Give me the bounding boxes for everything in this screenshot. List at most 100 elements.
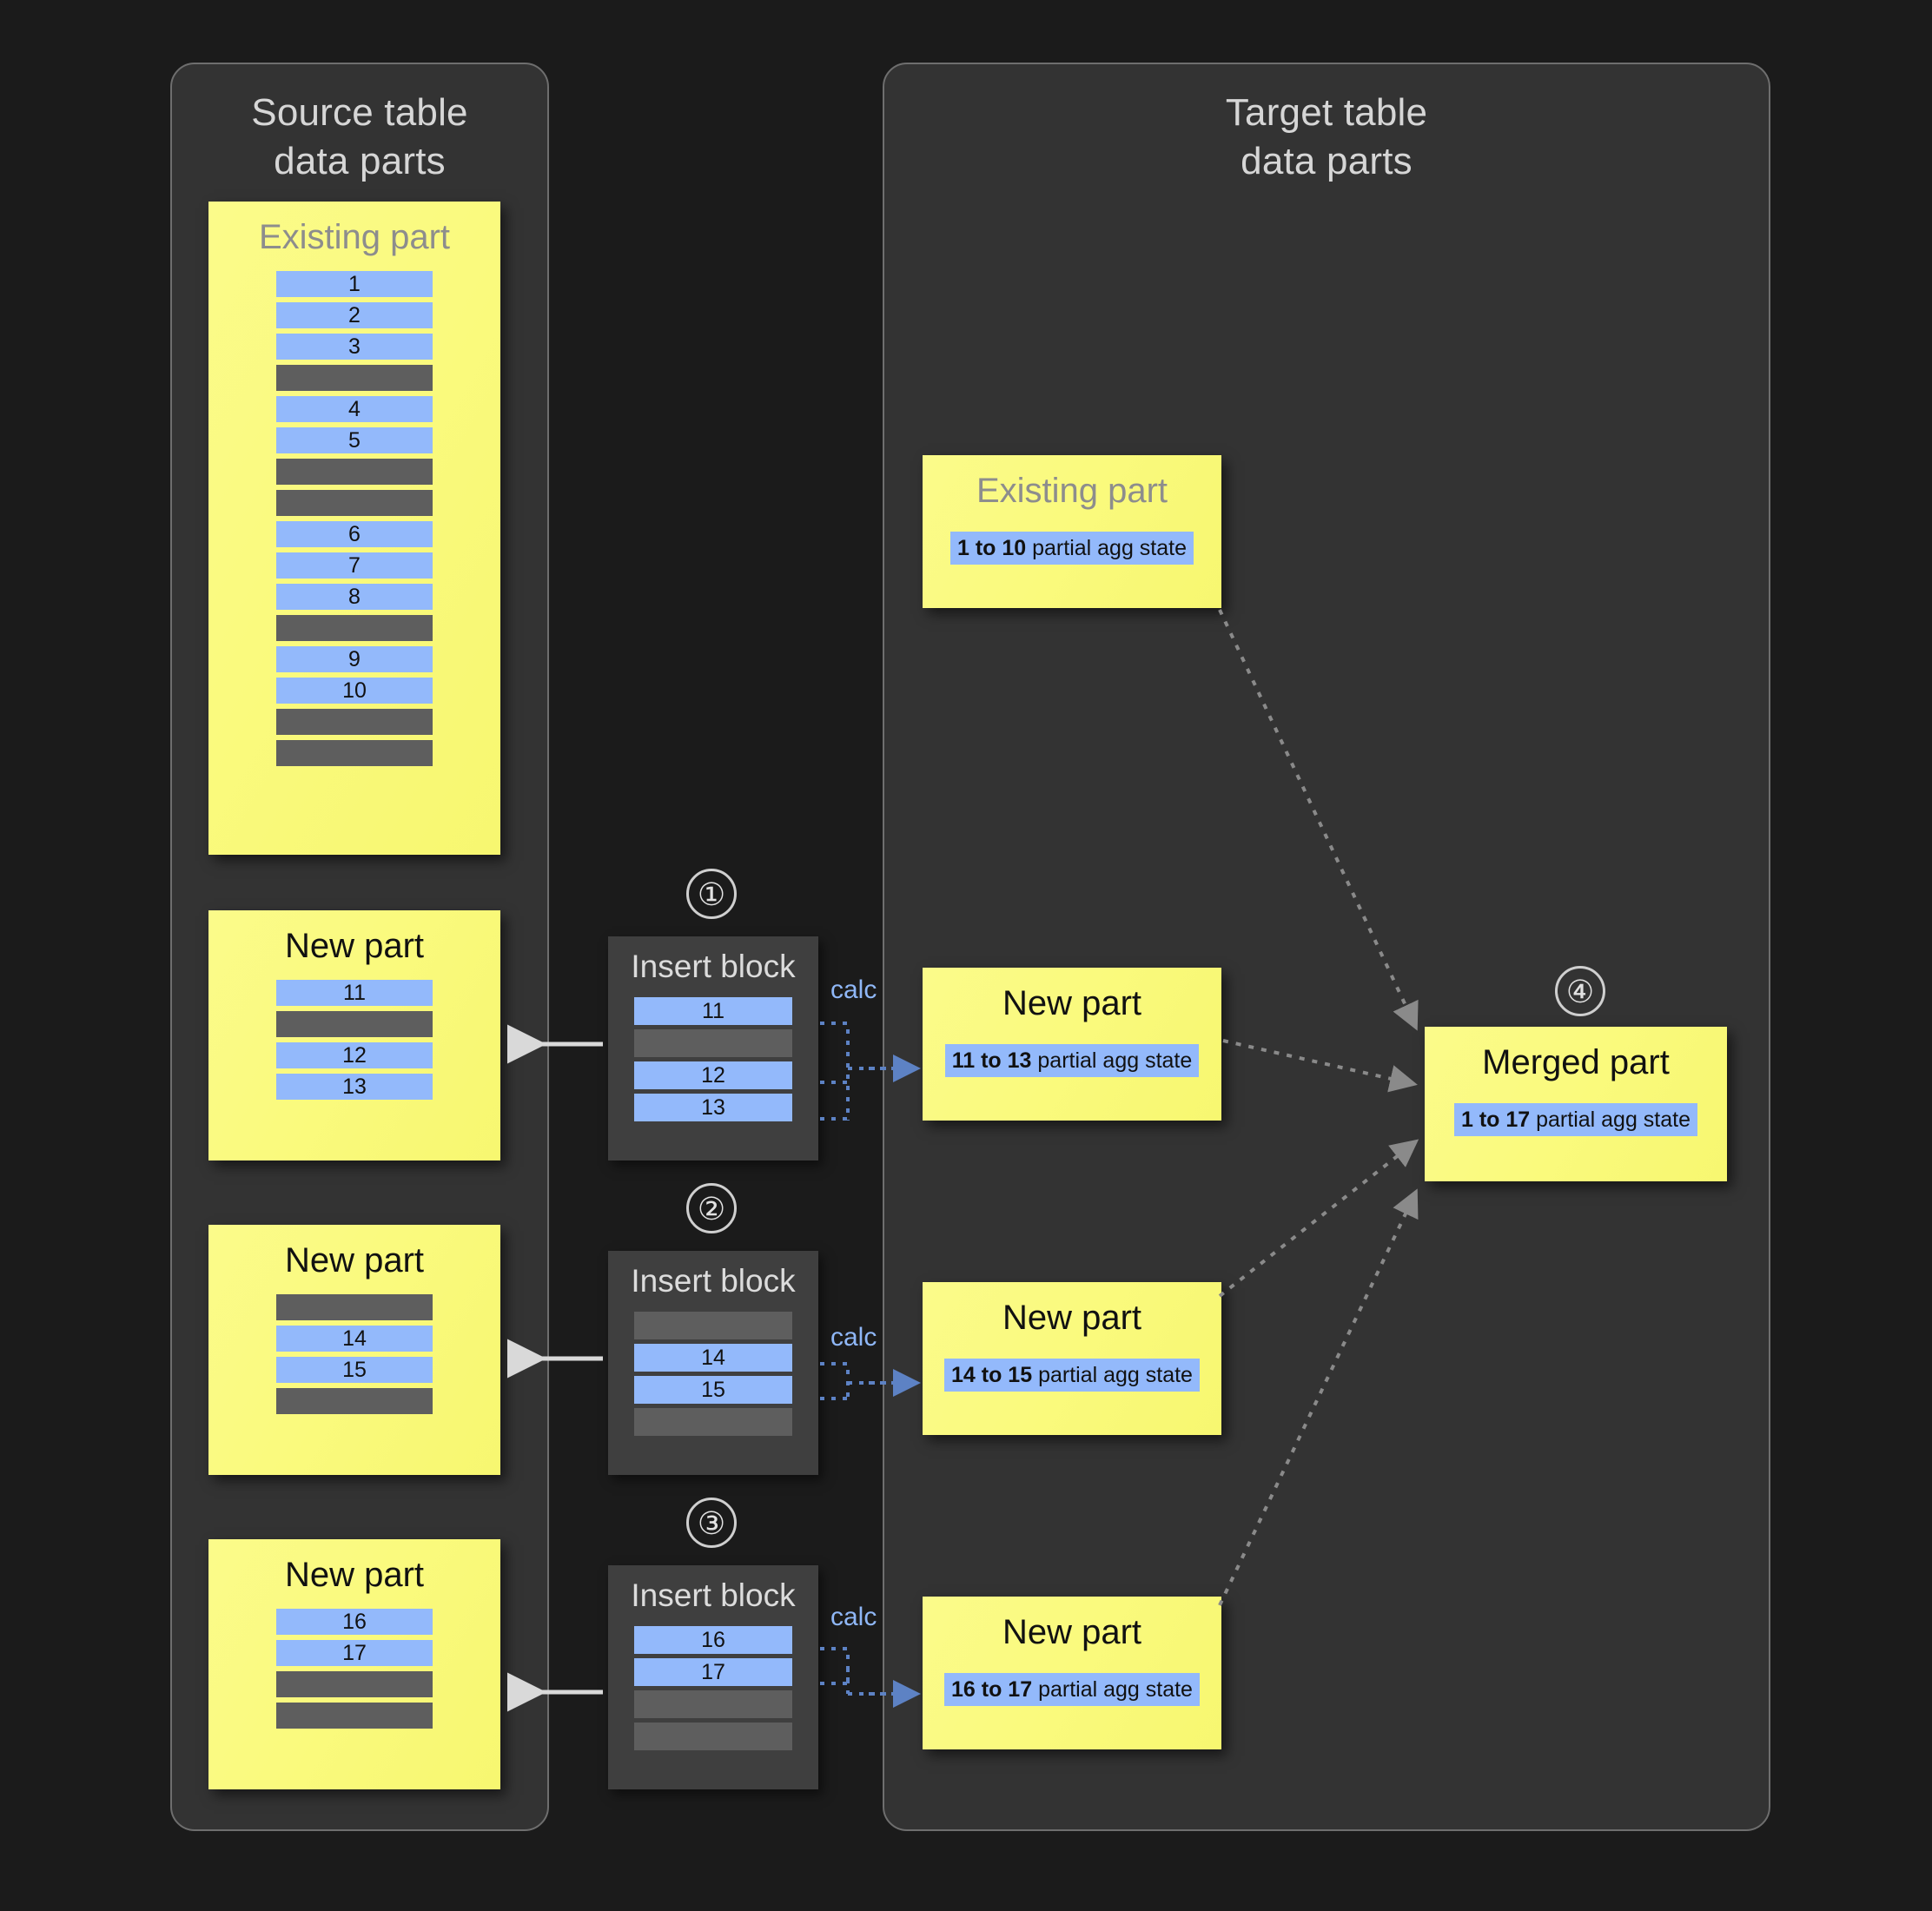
calc-label-2: calc xyxy=(830,1323,877,1352)
insert-block-1-row-3: 13 xyxy=(634,1094,792,1121)
source-existing-part-row-14 xyxy=(276,709,433,735)
source-existing-part-row-9: 7 xyxy=(276,552,433,579)
merged-part-title: Merged part xyxy=(1482,1043,1670,1081)
source-existing-part: Existing part 1 2 3 4 5 6 7 8 9 10 xyxy=(208,202,500,855)
source-existing-part-row-13: 10 xyxy=(276,678,433,704)
agg-suffix-2: partial agg state xyxy=(1032,1363,1193,1387)
source-existing-part-row-6 xyxy=(276,459,433,485)
source-new-part-2-row-0 xyxy=(276,1294,433,1320)
source-existing-part-row-0: 1 xyxy=(276,271,433,297)
agg-range-2: 14 to 15 xyxy=(951,1363,1033,1387)
target-new-part-3-agg-wrap: 16 to 17 partial agg state xyxy=(923,1673,1221,1706)
source-new-part-3-row-0: 16 xyxy=(276,1609,433,1635)
source-new-part-1-rows: 11 12 13 xyxy=(208,980,500,1100)
source-new-part-2-row-1: 14 xyxy=(276,1326,433,1352)
source-existing-part-row-5: 5 xyxy=(276,427,433,453)
insert-block-1-rows: 11 12 13 xyxy=(608,997,818,1121)
agg-range-0: 1 to 10 xyxy=(956,536,1027,560)
source-existing-part-row-1: 2 xyxy=(276,302,433,328)
source-panel-title: Source table data parts xyxy=(251,91,468,182)
target-new-part-2-agg: 14 to 15 partial agg state xyxy=(944,1359,1200,1392)
source-existing-part-row-4: 4 xyxy=(276,396,433,422)
target-new-part-1-title: New part xyxy=(1002,984,1142,1022)
insert-block-3-row-0: 16 xyxy=(634,1626,792,1654)
insert-block-3-row-1: 17 xyxy=(634,1658,792,1686)
insert-block-3-row-2 xyxy=(634,1690,792,1718)
source-new-part-3-row-1: 17 xyxy=(276,1640,433,1666)
source-existing-part-row-10: 8 xyxy=(276,584,433,610)
target-new-part-1-agg: 11 to 13 partial agg state xyxy=(944,1044,1200,1077)
insert-block-3-row-3 xyxy=(634,1723,792,1750)
agg-range-3: 16 to 17 xyxy=(951,1677,1033,1702)
source-new-part-1-row-3: 13 xyxy=(276,1074,433,1100)
calc-label-1: calc xyxy=(830,975,877,1004)
insert-block-1-row-1 xyxy=(634,1029,792,1057)
source-new-part-3-row-2 xyxy=(276,1671,433,1697)
source-new-part-1-title: New part xyxy=(284,927,425,965)
source-existing-part-row-2: 3 xyxy=(276,334,433,360)
source-existing-part-row-12: 9 xyxy=(276,646,433,672)
target-panel-title: Target table data parts xyxy=(1225,91,1428,182)
source-new-part-1-row-1 xyxy=(276,1011,433,1037)
step-circle-2: ② xyxy=(686,1183,737,1233)
agg-range-merged: 1 to 17 xyxy=(1460,1108,1531,1132)
step-circle-1: ① xyxy=(686,869,737,919)
target-existing-part-agg: 1 to 10 partial agg state xyxy=(949,532,1194,565)
agg-suffix-merged: partial agg state xyxy=(1530,1108,1691,1132)
source-new-part-3-title: New part xyxy=(284,1556,425,1594)
target-new-part-3-agg: 16 to 17 partial agg state xyxy=(944,1673,1200,1706)
source-new-part-2-title: New part xyxy=(284,1241,425,1280)
insert-block-3-title: Insert block xyxy=(631,1577,796,1613)
source-new-part-1: New part 11 12 13 xyxy=(208,910,500,1160)
target-existing-part: Existing part 1 to 10 partial agg state xyxy=(923,455,1221,608)
target-existing-part-agg-wrap: 1 to 10 partial agg state xyxy=(923,532,1221,565)
merged-part: Merged part 1 to 17 partial agg state xyxy=(1425,1027,1727,1181)
source-existing-part-row-7 xyxy=(276,490,433,516)
source-new-part-1-row-0: 11 xyxy=(276,980,433,1006)
source-existing-part-title: Existing part xyxy=(258,218,451,256)
insert-block-2-title: Insert block xyxy=(631,1263,796,1299)
step-circle-4: ④ xyxy=(1555,966,1605,1016)
source-existing-part-row-3 xyxy=(276,365,433,391)
target-table-panel: Target table data parts xyxy=(883,63,1770,1831)
merged-part-agg-wrap: 1 to 17 partial agg state xyxy=(1425,1103,1727,1136)
source-existing-part-row-15 xyxy=(276,740,433,766)
insert-block-2-row-2: 15 xyxy=(634,1376,792,1404)
agg-suffix-3: partial agg state xyxy=(1032,1677,1193,1702)
calc-label-3: calc xyxy=(830,1603,877,1631)
target-new-part-2: New part 14 to 15 partial agg state xyxy=(923,1282,1221,1435)
agg-suffix-0: partial agg state xyxy=(1026,536,1188,560)
target-new-part-2-title: New part xyxy=(1002,1299,1142,1337)
target-new-part-2-agg-wrap: 14 to 15 partial agg state xyxy=(923,1359,1221,1392)
source-new-part-3-row-3 xyxy=(276,1703,433,1729)
target-new-part-3: New part 16 to 17 partial agg state xyxy=(923,1597,1221,1749)
insert-block-1-title: Insert block xyxy=(631,949,796,984)
step-circle-3: ③ xyxy=(686,1498,737,1548)
agg-suffix-1: partial agg state xyxy=(1031,1048,1193,1073)
agg-range-1: 11 to 13 xyxy=(951,1048,1032,1073)
insert-block-2-row-0 xyxy=(634,1312,792,1339)
insert-block-2-row-1: 14 xyxy=(634,1344,792,1372)
source-new-part-2-row-3 xyxy=(276,1388,433,1414)
source-existing-part-row-8: 6 xyxy=(276,521,433,547)
source-existing-part-rows: 1 2 3 4 5 6 7 8 9 10 xyxy=(208,271,500,766)
target-existing-part-title: Existing part xyxy=(976,472,1168,510)
target-new-part-1: New part 11 to 13 partial agg state xyxy=(923,968,1221,1121)
target-new-part-1-agg-wrap: 11 to 13 partial agg state xyxy=(923,1044,1221,1077)
source-new-part-1-row-2: 12 xyxy=(276,1042,433,1068)
insert-block-2-row-3 xyxy=(634,1408,792,1436)
source-new-part-2-row-2: 15 xyxy=(276,1357,433,1383)
insert-block-1-row-2: 12 xyxy=(634,1061,792,1089)
insert-block-1: Insert block 11 12 13 xyxy=(608,936,818,1160)
merged-part-agg: 1 to 17 partial agg state xyxy=(1453,1103,1698,1136)
insert-block-1-row-0: 11 xyxy=(634,997,792,1025)
target-new-part-3-title: New part xyxy=(1002,1613,1142,1651)
